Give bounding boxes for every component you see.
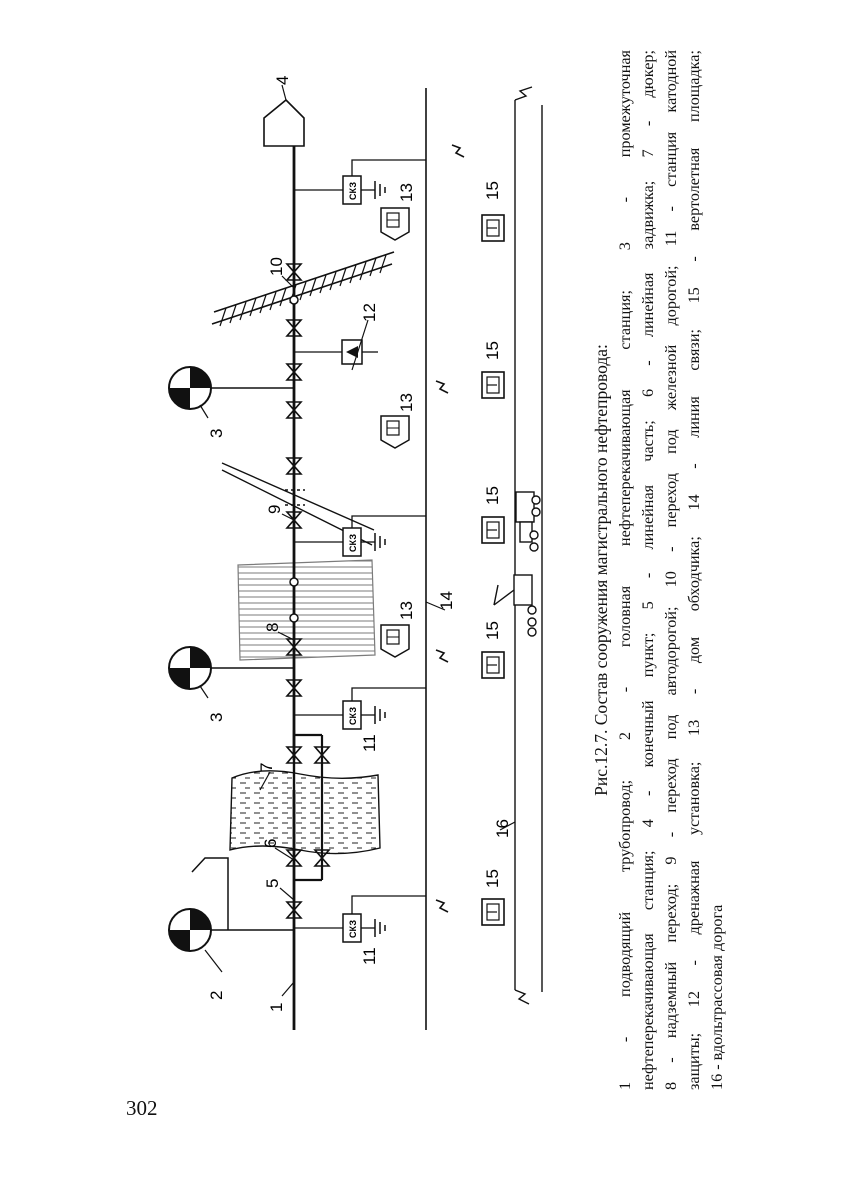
legend-line-5: 16 - вдольтрассовая дорога — [708, 904, 726, 1090]
label-3b: 3 — [207, 429, 226, 438]
label-13b: 13 — [397, 393, 416, 412]
legend-line-1: 1 - подводящий трубопровод; 2 - головная… — [616, 50, 634, 1090]
label-15a: 15 — [483, 869, 502, 888]
label-1: 1 — [267, 1003, 286, 1012]
label-4: 4 — [273, 76, 292, 85]
cathodic-station-2 — [294, 687, 426, 730]
ckz-text-1: СКЗ — [348, 920, 358, 938]
label-9: 9 — [265, 505, 284, 514]
figure-caption: Рис.12.7. Состав сооружения магистрально… — [590, 50, 730, 1090]
cathodic-station-4 — [294, 159, 426, 205]
helipad-3 — [481, 516, 505, 544]
label-7: 7 — [257, 763, 276, 772]
label-15b: 15 — [483, 621, 502, 640]
ckz-text-2: СКЗ — [348, 707, 358, 725]
intermediate-pump-station-1 — [168, 646, 294, 690]
drainage-unit — [294, 339, 378, 365]
patrol-house-1 — [380, 624, 410, 658]
label-13a: 13 — [397, 601, 416, 620]
ckz-text-4: СКЗ — [348, 182, 358, 200]
patrol-house-3 — [380, 207, 410, 241]
label-10: 10 — [267, 257, 286, 276]
label-14: 14 — [437, 591, 456, 610]
vehicle-crane — [493, 574, 537, 637]
label-3a: 3 — [207, 713, 226, 722]
end-point — [263, 98, 305, 150]
label-15d: 15 — [483, 341, 502, 360]
head-pump-station — [168, 857, 294, 952]
page-number: 302 — [126, 1096, 158, 1120]
intermediate-pump-station-2 — [168, 366, 294, 410]
legend-line-4: защиты; 12 - дренажная установка; 13 - д… — [685, 50, 703, 1090]
legend-line-2: нефтеперекачивающая станция; 4 - конечны… — [639, 50, 657, 1090]
label-8: 8 — [263, 623, 282, 632]
vehicle-truck — [515, 491, 541, 552]
helipad-2 — [481, 651, 505, 679]
label-13c: 13 — [397, 183, 416, 202]
legend-line-3: 8 - надземный переход; 9 - переход под а… — [662, 50, 680, 1090]
label-15e: 15 — [483, 181, 502, 200]
label-12: 12 — [360, 303, 379, 322]
patrol-house-2 — [380, 415, 410, 449]
helipad-4 — [481, 371, 505, 399]
helipad-5 — [481, 214, 505, 242]
label-11b: 11 — [360, 734, 379, 752]
cathodic-station-1 — [294, 895, 426, 943]
label-2: 2 — [207, 991, 226, 1000]
ckz-text-3: СКЗ — [348, 534, 358, 552]
river-crossing — [229, 770, 381, 855]
label-6: 6 — [261, 839, 280, 848]
label-11a: 11 — [360, 947, 379, 965]
caption-title: Рис.12.7. Состав сооружения магистрально… — [591, 344, 611, 796]
label-15c: 15 — [483, 486, 502, 505]
label-16: 16 — [493, 819, 512, 838]
cathodic-station-3 — [294, 515, 426, 557]
label-5: 5 — [263, 879, 282, 888]
ravine-crossing — [237, 559, 376, 661]
helipad-1 — [481, 898, 505, 926]
